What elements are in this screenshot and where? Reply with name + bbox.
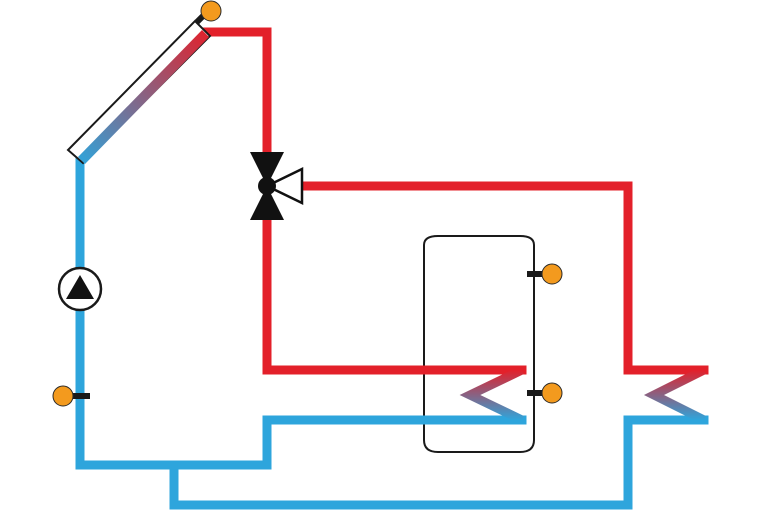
- external-heat-exchanger: [643, 365, 707, 425]
- temperature-sensor-icon: [541, 382, 563, 404]
- circulation-pump: [57, 266, 103, 312]
- temperature-sensor-icon: [200, 0, 222, 22]
- valve-to-tank-line: [262, 209, 527, 375]
- valve-actuator: [258, 177, 276, 195]
- return-sensor: [52, 385, 90, 407]
- tank-bottom-sensor: [527, 382, 563, 404]
- valve-lower-triangle: [250, 186, 284, 220]
- valve-side-triangle: [264, 167, 304, 205]
- temperature-sensor-icon: [52, 385, 74, 407]
- pump-arrow: [66, 275, 94, 299]
- valve-to-exchanger-line: [295, 181, 709, 375]
- hot-supply-pipes: [199, 27, 709, 375]
- temperature-sensor-icon: [541, 263, 563, 285]
- cold-return-pipes: [75, 149, 709, 510]
- storage-tank: [423, 235, 535, 453]
- tank-heat-exchanger: [459, 365, 524, 425]
- tank-top-sensor: [527, 263, 563, 285]
- collector-cold-line: [75, 149, 527, 470]
- collector-absorber: [78, 30, 209, 164]
- three-way-valve-icon: [250, 152, 284, 186]
- solar-collector: [66, 19, 212, 165]
- collector-sensor: [194, 0, 222, 25]
- solar-collector-icon: [66, 19, 212, 165]
- storage-tank-icon: [423, 235, 535, 453]
- three-way-valve: [250, 152, 304, 220]
- bypass-cold-line: [169, 415, 709, 510]
- collector-hot-line: [199, 27, 272, 165]
